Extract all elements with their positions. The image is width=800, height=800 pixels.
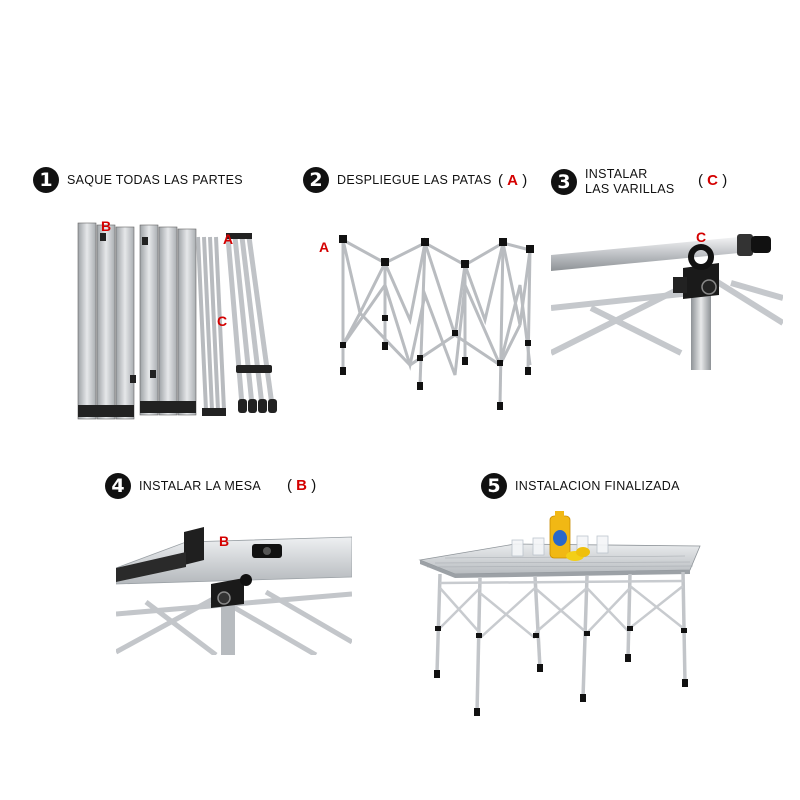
thin-rods xyxy=(196,236,226,411)
step-3-header: 3 INSTALAR LAS VARILLAS xyxy=(551,167,675,197)
step-3-part-ref: ( C ) xyxy=(698,172,727,189)
step-2-number: 2 xyxy=(303,167,329,193)
step-1-header: 1 SAQUE TODAS LAS PARTES xyxy=(33,167,243,193)
legs-unfolded-illustration: A xyxy=(315,215,545,415)
legs-bundle xyxy=(225,236,275,406)
paren-open: ( xyxy=(698,172,703,189)
table-items xyxy=(511,511,609,561)
step-2-text: DESPLIEGUE LAS PATAS xyxy=(337,172,492,187)
part-letter: B xyxy=(296,477,308,494)
part-letter: A xyxy=(507,172,519,189)
step-4-header: 4 INSTALAR LA MESA xyxy=(105,473,261,499)
step-5-text: INSTALACION FINALIZADA xyxy=(515,478,680,493)
paren-close: ) xyxy=(722,172,728,189)
paren-open: ( xyxy=(287,477,292,494)
folded-tabletop-and-rods-svg xyxy=(77,222,277,420)
rod-installation-closeup: C xyxy=(551,213,783,370)
parts-illustration: B A C xyxy=(70,215,290,425)
scissor-frame-svg xyxy=(339,235,534,410)
step-1-number: 1 xyxy=(33,167,59,193)
step-5-header: 5 INSTALACION FINALIZADA xyxy=(481,473,680,499)
tabletop-part-label-b: B xyxy=(219,533,230,549)
part-letter: C xyxy=(707,172,719,189)
step-5-number: 5 xyxy=(481,473,507,499)
tabletop-closeup-svg xyxy=(116,522,352,655)
tabletop-slats xyxy=(77,222,197,420)
step-3-text-line1: INSTALAR xyxy=(585,167,648,181)
finished-table-svg xyxy=(418,511,701,716)
step-3-text-line2: LAS VARILLAS xyxy=(585,182,675,196)
paren-close: ) xyxy=(522,172,528,189)
step-4-number: 4 xyxy=(105,473,131,499)
frame-part-label-a: A xyxy=(319,239,330,255)
step-2-part-ref: ( A ) xyxy=(498,172,527,189)
step-3-text: INSTALAR LAS VARILLAS xyxy=(585,167,675,197)
paren-close: ) xyxy=(311,477,317,494)
rod-part-label-c: C xyxy=(696,229,707,245)
finished-table-illustration xyxy=(415,508,705,718)
part-label-a: A xyxy=(223,231,234,247)
part-label-c: C xyxy=(217,313,228,329)
step-4-text: INSTALAR LA MESA xyxy=(139,478,261,493)
step-4-part-ref: ( B ) xyxy=(287,477,316,494)
part-label-b: B xyxy=(101,218,112,234)
tabletop-installation-closeup: B xyxy=(116,522,352,655)
step-2-header: 2 DESPLIEGUE LAS PATAS xyxy=(303,167,492,193)
rod-closeup-svg xyxy=(551,213,783,370)
paren-open: ( xyxy=(498,172,503,189)
step-3-number: 3 xyxy=(551,169,577,195)
step-1-text: SAQUE TODAS LAS PARTES xyxy=(67,172,243,187)
